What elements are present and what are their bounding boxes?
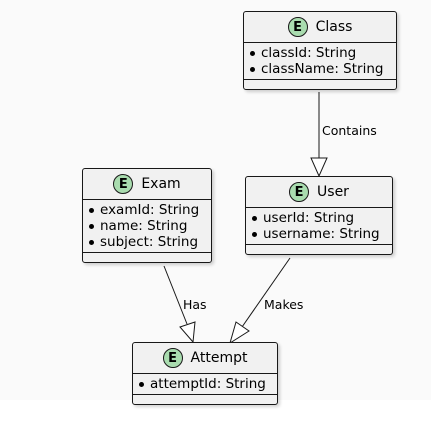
entity-exam[interactable]: E Exam examId: String name: String subje… xyxy=(82,168,212,263)
attribute-item: examId: String xyxy=(89,202,211,218)
entity-name: Attempt xyxy=(190,350,248,366)
attribute-text: examId: String xyxy=(100,202,200,218)
entity-name: Exam xyxy=(141,176,181,192)
entity-header: E Attempt xyxy=(133,343,277,374)
bullet-icon xyxy=(250,66,255,72)
bullet-icon xyxy=(252,215,257,221)
attribute-item: username: String xyxy=(252,226,392,242)
attribute-text: name: String xyxy=(100,218,188,234)
attribute-text: className: String xyxy=(261,61,384,77)
entity-header: E Class xyxy=(244,12,396,43)
edge-label-has: Has xyxy=(183,297,207,312)
bullet-icon xyxy=(252,231,257,237)
entity-badge-icon: E xyxy=(113,174,134,194)
bullet-icon xyxy=(89,223,94,229)
attribute-item: name: String xyxy=(89,218,211,234)
methods-section xyxy=(83,253,211,262)
attribute-text: classId: String xyxy=(261,45,357,61)
edge-makes xyxy=(241,257,291,328)
methods-section xyxy=(133,395,277,404)
methods-section xyxy=(246,245,392,254)
entity-header: E Exam xyxy=(83,169,211,200)
edge-contains-arrowhead xyxy=(310,157,328,178)
entity-name: Class xyxy=(315,19,353,35)
bullet-icon xyxy=(89,239,94,245)
entity-badge-icon: E xyxy=(289,182,310,202)
attribute-text: username: String xyxy=(263,226,380,242)
attribute-text: attemptId: String xyxy=(150,376,266,392)
attribute-text: subject: String xyxy=(100,234,199,250)
attribute-item: className: String xyxy=(250,61,396,77)
entity-badge-icon: E xyxy=(162,348,183,368)
edge-has xyxy=(163,265,188,325)
entity-attempt[interactable]: E Attempt attemptId: String xyxy=(132,342,278,405)
entity-class[interactable]: E Class classId: String className: Strin… xyxy=(243,11,397,90)
attribute-text: userId: String xyxy=(263,210,355,226)
entity-user[interactable]: E User userId: String username: String xyxy=(245,176,393,255)
attribute-item: attemptId: String xyxy=(139,376,277,392)
edge-label-contains: Contains xyxy=(322,123,377,138)
attribute-list: attemptId: String xyxy=(133,374,277,395)
attribute-list: classId: String className: String xyxy=(244,43,396,80)
entity-badge-icon: E xyxy=(287,17,308,37)
edge-has-arrowhead xyxy=(179,321,196,344)
methods-section xyxy=(244,80,396,89)
bullet-icon xyxy=(139,381,144,387)
attribute-list: userId: String username: String xyxy=(246,208,392,245)
edge-label-makes: Makes xyxy=(264,297,304,312)
entity-header: E User xyxy=(246,177,392,208)
bullet-icon xyxy=(89,207,94,213)
entity-name: User xyxy=(317,184,349,200)
attribute-item: classId: String xyxy=(250,45,396,61)
attribute-list: examId: String name: String subject: Str… xyxy=(83,200,211,253)
edge-makes-arrowhead xyxy=(229,321,250,345)
bullet-icon xyxy=(250,50,255,56)
attribute-item: subject: String xyxy=(89,234,211,250)
attribute-item: userId: String xyxy=(252,210,392,226)
